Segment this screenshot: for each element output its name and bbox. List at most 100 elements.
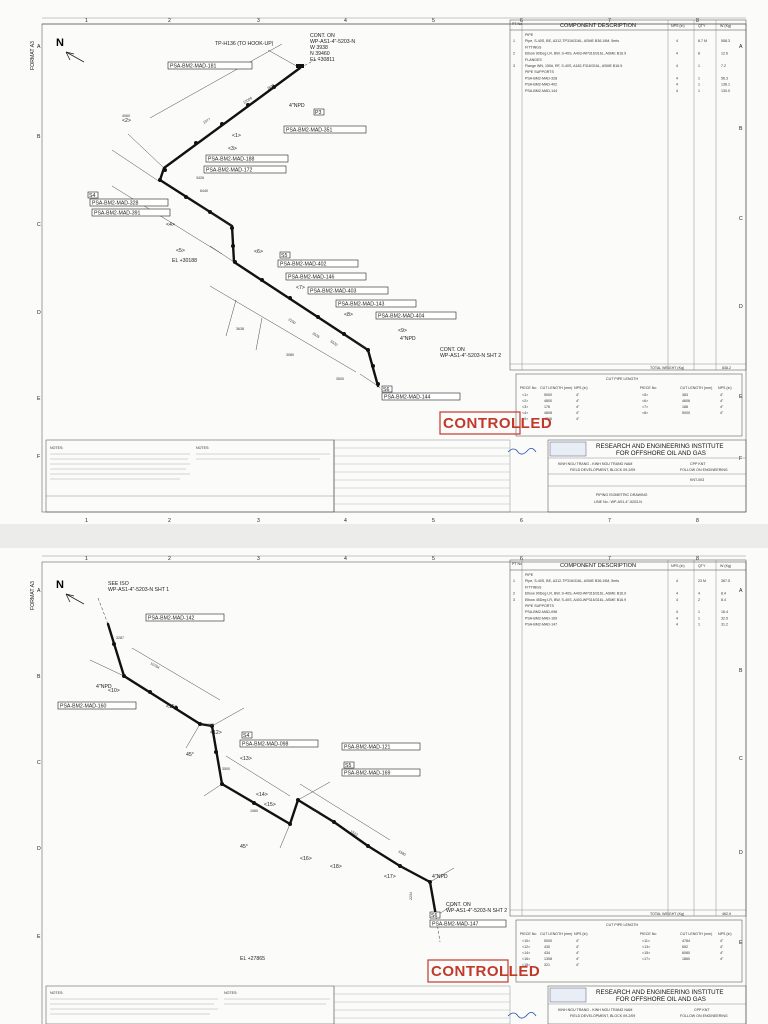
- svg-text:CUT PIPE LENGTH: CUT PIPE LENGTH: [606, 923, 638, 927]
- svg-text:CONTROLLED: CONTROLLED: [443, 415, 552, 432]
- bom-row-pt: 1: [513, 579, 515, 583]
- bom-row-nps: 4: [676, 39, 678, 43]
- controlled-stamp-2: CONTROLLED: [427, 959, 540, 983]
- svg-text:FIELD DEVELOPMENT, BLOCK 09-2/: FIELD DEVELOPMENT, BLOCK 09-2/09: [570, 468, 635, 472]
- svg-text:<2>: <2>: [122, 118, 131, 124]
- svg-text:CONT. ON: CONT. ON: [446, 902, 471, 908]
- cut-row-nps: 4": [720, 399, 724, 403]
- cut-row-length: 321: [544, 963, 550, 967]
- cut-row-nps: 4": [576, 405, 580, 409]
- cut-row-nps: 4": [720, 957, 724, 961]
- bom-row-nps: 4: [676, 83, 678, 87]
- svg-text:C: C: [739, 216, 743, 222]
- svg-text:3080: 3080: [286, 353, 294, 357]
- svg-text:PSA-BM2-MAD-160: PSA-BM2-MAD-160: [60, 704, 107, 710]
- svg-text:PSA-BM2-MAD-403: PSA-BM2-MAD-403: [310, 289, 357, 295]
- bom-row-qty: 2: [698, 598, 700, 602]
- zone-row-labels-2: A B C D E A B C D E: [37, 588, 743, 946]
- svg-text:PSA-BM2-MAD-402: PSA-BM2-MAD-402: [280, 262, 327, 268]
- svg-text:C: C: [37, 760, 41, 766]
- bom-section-heading: PIPE: [525, 573, 534, 577]
- svg-text:2: 2: [168, 556, 171, 562]
- bom-row-qty: 8: [698, 52, 700, 56]
- svg-text:PSA-BM2-MAD-188: PSA-BM2-MAD-188: [208, 157, 255, 163]
- cut-row-nps: 4": [720, 405, 724, 409]
- svg-text:WP-AS1-4"-5203-N SHT 2: WP-AS1-4"-5203-N SHT 2: [446, 908, 507, 914]
- cut-row-length: 434: [544, 951, 550, 955]
- cut-row-nps: 4": [576, 951, 580, 955]
- svg-text:NPS (in): NPS (in): [574, 386, 588, 390]
- svg-text:FOR OFFSHORE OIL AND GAS: FOR OFFSHORE OIL AND GAS: [616, 996, 706, 1003]
- cut-row-nps: 4": [720, 939, 724, 943]
- svg-text:6: 6: [520, 18, 523, 24]
- svg-text:F: F: [739, 456, 742, 462]
- svg-text:PSA-BM2-MAD-404: PSA-BM2-MAD-404: [378, 314, 425, 320]
- cut-row-piece: <2>: [522, 399, 528, 403]
- svg-text:CPP KNT: CPP KNT: [690, 462, 706, 466]
- svg-text:CUT LENGTH (mm): CUT LENGTH (mm): [540, 386, 572, 390]
- svg-text:S5: S5: [345, 763, 351, 769]
- company-logo-2: [549, 987, 587, 1003]
- svg-text:D: D: [739, 850, 743, 856]
- signature: [507, 448, 537, 455]
- svg-text:<12>: <12>: [210, 730, 222, 736]
- svg-text:<9>: <9>: [398, 328, 407, 334]
- bom-row-qty: 1: [698, 623, 700, 627]
- svg-text:KNT-003: KNT-003: [690, 478, 704, 482]
- title-block-2: RESEARCH AND ENGINEERING INSTITUTE FOR O…: [507, 985, 747, 1024]
- bom-row-weight: 8.4: [721, 592, 726, 596]
- svg-text:S4: S4: [89, 193, 95, 199]
- svg-text:10784: 10784: [150, 661, 161, 669]
- svg-text:PSA-BM2-MAD-181: PSA-BM2-MAD-181: [170, 64, 217, 70]
- svg-text:COMPONENT DESCRIPTION: COMPONENT DESCRIPTION: [560, 23, 636, 29]
- svg-text:1060: 1060: [250, 809, 258, 813]
- svg-text:7: 7: [608, 518, 611, 524]
- svg-text:EL +30811: EL +30811: [310, 57, 335, 63]
- cut-row-piece: <1>: [522, 393, 528, 397]
- svg-text:S6: S6: [431, 913, 437, 919]
- svg-text:E: E: [37, 934, 41, 940]
- bom-row-nps: 4: [676, 623, 678, 627]
- cut-row-piece: <8>: [642, 411, 648, 415]
- bom-section-heading: PIPE SUPPORTS: [525, 604, 554, 608]
- svg-text:4: 4: [344, 518, 347, 524]
- svg-text:PSA-BM2-MAD-169: PSA-BM2-MAD-169: [344, 771, 391, 777]
- svg-text:A: A: [37, 44, 41, 50]
- svg-text:B: B: [37, 674, 41, 680]
- bom-table-2: PT No COMPONENT DESCRIPTION NPS (in) QTY…: [509, 559, 747, 917]
- company-logo: [549, 441, 587, 457]
- bom-row-description: PSA-BM2-MAD-169: [525, 616, 557, 620]
- bom-row-qty: 8.7 M: [698, 39, 707, 43]
- cut-row-piece: <3>: [522, 405, 528, 409]
- cut-row-nps: 4": [576, 417, 580, 421]
- svg-text:4"NPD: 4"NPD: [289, 103, 305, 109]
- svg-text:WP-AS1-4"-5203-N: WP-AS1-4"-5203-N: [310, 39, 355, 45]
- svg-text:PIECE No: PIECE No: [520, 386, 536, 390]
- svg-text:45°: 45°: [186, 752, 194, 758]
- north-arrow: N: [56, 37, 85, 63]
- svg-text:5: 5: [432, 556, 435, 562]
- svg-text:3: 3: [257, 18, 260, 24]
- cut-row-length: 4606: [682, 399, 690, 403]
- cut-row-length: 4808: [544, 411, 552, 415]
- controlled-stamp: CONTROLLED: [439, 411, 552, 435]
- svg-text:5: 5: [432, 18, 435, 24]
- svg-text:PIPING ISOMETRIC DRAWING: PIPING ISOMETRIC DRAWING: [596, 493, 648, 497]
- sheet-frame-2: [41, 561, 747, 1024]
- bom-row-description: PSA-BM2-MAD-328: [525, 76, 557, 80]
- bom-row-qty: 23 M: [698, 579, 706, 583]
- svg-text:<18>: <18>: [330, 864, 342, 870]
- cut-row-length: 1860: [682, 957, 690, 961]
- cut-row-nps: 4": [576, 963, 580, 967]
- bom-section-heading: FITTINGS: [525, 45, 542, 49]
- cut-row-length: 652: [682, 945, 688, 949]
- svg-text:PSA-BM2-MAD-098: PSA-BM2-MAD-098: [242, 742, 289, 748]
- svg-text:<14>: <14>: [256, 792, 268, 798]
- sheet-frame: [41, 23, 747, 513]
- bom-row-nps: 4: [676, 64, 678, 68]
- svg-text:RESEARCH AND ENGINEERING INSTI: RESEARCH AND ENGINEERING INSTITUTE: [596, 443, 724, 450]
- svg-text:S4: S4: [243, 733, 249, 739]
- svg-text:NPS (in): NPS (in): [718, 386, 732, 390]
- north-arrow-icon: [65, 51, 85, 63]
- svg-text:CUT LENGTH (mm): CUT LENGTH (mm): [680, 386, 712, 390]
